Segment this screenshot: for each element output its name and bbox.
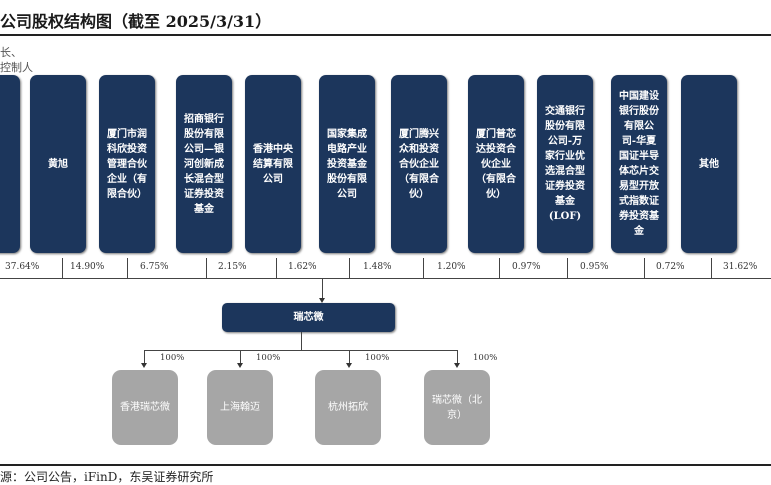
divider-tick (499, 258, 500, 278)
page-title: 公司股权结构图（截至 2025/3/31） (0, 12, 272, 31)
subsidiary-bus-line (144, 350, 457, 351)
shareholding-pct: 37.64% (5, 262, 40, 272)
arrow-icon (346, 363, 352, 368)
source-note: 源：公司公告，iFinD，东吴证券研究所 (0, 470, 214, 484)
subsidiary-pct: 100% (473, 353, 498, 363)
shareholding-pct: 6.75% (140, 262, 169, 272)
divider-tick (62, 258, 63, 278)
legend-text-2: 控制人 (0, 61, 33, 74)
divider-tick (276, 258, 277, 278)
connector-line (349, 350, 350, 364)
shareholding-pct: 1.48% (363, 262, 392, 272)
shareholding-pct: 0.72% (656, 262, 685, 272)
shareholder-box: 招商银行股份有限公司—银河创新成长混合型证券投资基金 (176, 75, 232, 253)
arrow-icon (454, 363, 460, 368)
connector-line (457, 350, 458, 364)
shareholder-box: 氏 (0, 75, 20, 253)
connector-line (301, 332, 302, 350)
subsidiary-box: 香港瑞芯微 (112, 370, 178, 445)
arrow-icon (237, 363, 243, 368)
shareholder-box: 黄旭 (30, 75, 86, 253)
divider-tick (423, 258, 424, 278)
subsidiary-pct: 100% (256, 353, 281, 363)
shareholder-box: 厦门腾兴众和投资合伙企业（有限合伙） (391, 75, 447, 253)
shareholder-box: 交通银行股份有限公司-万家行业优选混合型证券投资基金(LOF) (537, 75, 593, 253)
shareholding-pct: 1.20% (437, 262, 466, 272)
divider-tick (644, 258, 645, 278)
divider-tick (127, 258, 128, 278)
divider-tick (567, 258, 568, 278)
title-divider (0, 34, 771, 36)
subsidiary-box: 上海翰迈 (207, 370, 273, 445)
shareholding-pct: 31.62% (723, 262, 758, 272)
company-box: 瑞芯微 (222, 303, 395, 332)
shareholding-pct: 2.15% (218, 262, 247, 272)
subsidiary-box: 杭州拓欣 (315, 370, 381, 445)
shareholder-box: 其他 (681, 75, 737, 253)
shareholding-pct: 1.62% (288, 262, 317, 272)
shareholder-box: 中国建设银行股份有限公司-华夏国证半导体芯片交易型开放式指数证券投资基金 (611, 75, 667, 253)
subsidiary-pct: 100% (365, 353, 390, 363)
shareholding-pct: 0.95% (580, 262, 609, 272)
connector-line (240, 350, 241, 364)
shareholder-box: 厦门市润科欣投资管理合伙企业（有限合伙） (99, 75, 155, 253)
subsidiary-box: 瑞芯微（北京） (424, 370, 490, 445)
shareholder-box: 国家集成电路产业投资基金股份有限公司 (319, 75, 375, 253)
arrow-icon (319, 298, 325, 303)
divider-tick (349, 258, 350, 278)
divider-tick (206, 258, 207, 278)
footer-divider (0, 464, 771, 466)
legend-text-1: 长、 (0, 46, 22, 59)
arrow-icon (141, 363, 147, 368)
subsidiary-pct: 100% (160, 353, 185, 363)
shareholding-pct: 0.97% (512, 262, 541, 272)
connector-line (322, 278, 323, 300)
divider-tick (711, 258, 712, 278)
connector-line (144, 350, 145, 364)
shareholder-box: 厦门普芯达投资合伙企业（有限合伙） (468, 75, 524, 253)
shareholder-bus-line (0, 278, 771, 279)
shareholding-pct: 14.90% (70, 262, 105, 272)
shareholder-box: 香港中央结算有限公司 (245, 75, 301, 253)
